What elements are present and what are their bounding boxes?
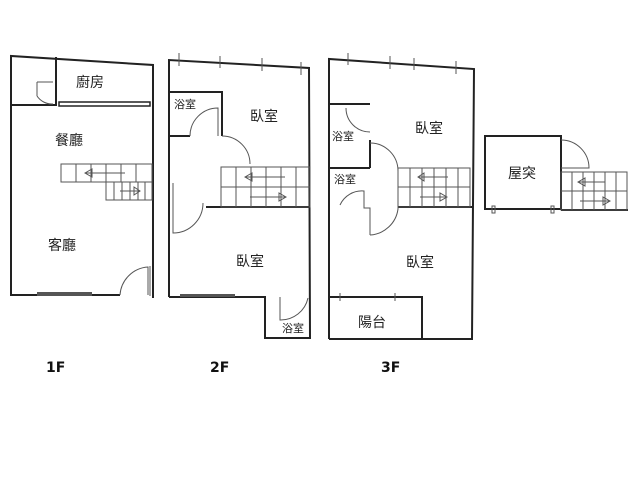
room-label: 臥室 <box>406 254 434 271</box>
floor-3f-plan: 臥室 浴室 浴室 臥室 陽台 3F <box>328 53 476 376</box>
floor-2f-plan: 浴室 臥室 臥室 浴室 2F <box>168 53 312 376</box>
floor-label: 2F <box>210 360 229 376</box>
room-label: 臥室 <box>415 120 443 137</box>
room-label: 浴室 <box>174 97 196 111</box>
room-label: 屋突 <box>508 166 536 182</box>
room-label: 浴室 <box>282 321 304 335</box>
room-label: 臥室 <box>236 253 264 270</box>
room-label: 客廳 <box>48 237 76 254</box>
floor-label: 1F <box>46 360 65 376</box>
room-label: 浴室 <box>332 129 354 143</box>
room-label: 廚房 <box>76 74 104 91</box>
room-label: 浴室 <box>334 172 356 186</box>
room-label: 臥室 <box>250 108 278 125</box>
roof-plan: 屋突 <box>484 135 628 214</box>
room-label: 陽台 <box>358 315 386 331</box>
room-label: 餐廳 <box>55 132 83 149</box>
floor-label: 3F <box>381 360 400 376</box>
floor-1f-plan: 廚房 餐廳 客廳 1F <box>10 54 154 376</box>
